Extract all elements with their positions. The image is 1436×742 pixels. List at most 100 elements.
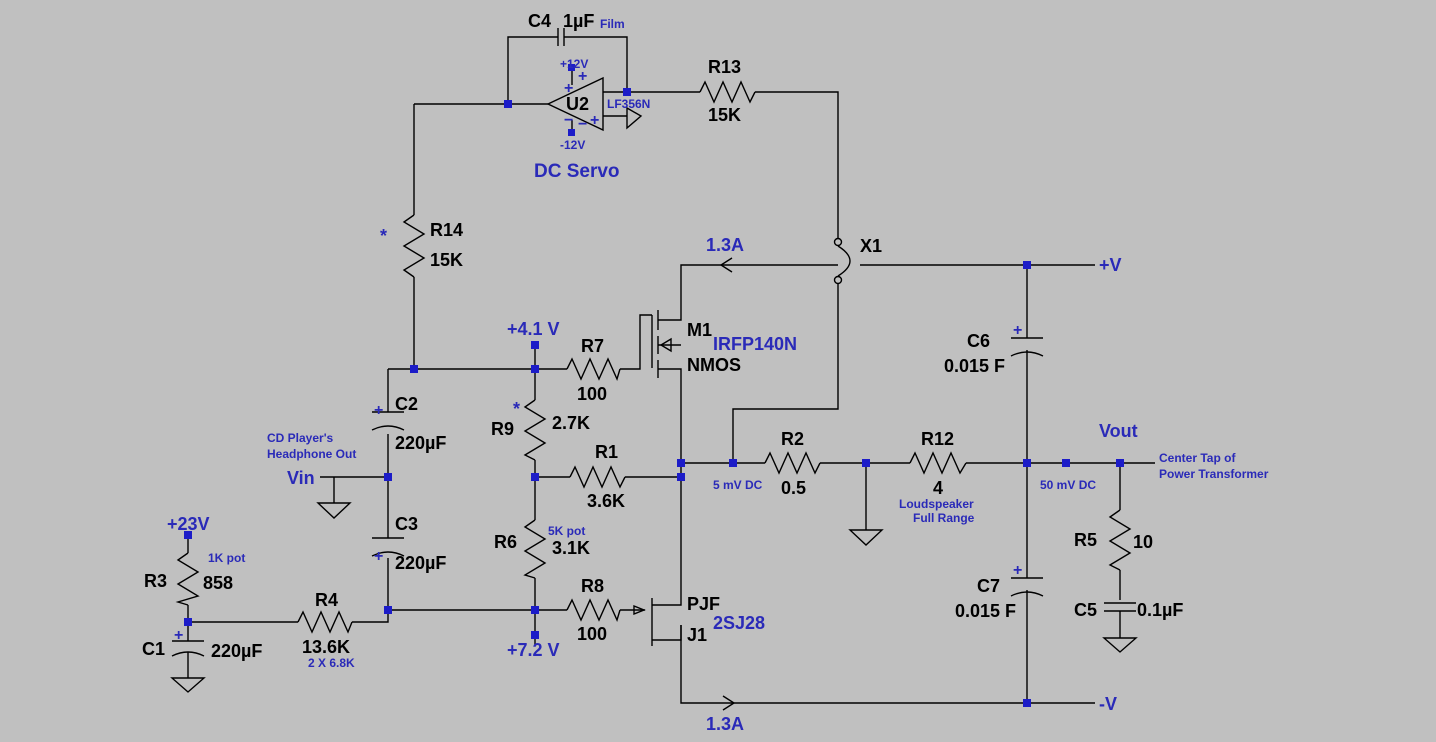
capacitor-c1-symbol (171, 640, 205, 657)
u2-vpos: +12V (560, 57, 588, 71)
resistor-r14-symbol (402, 214, 426, 278)
resistor-r3-symbol (175, 552, 200, 606)
svg-text:+: + (578, 68, 587, 85)
rail-minus-v: -V (1099, 694, 1117, 714)
ground-symbol-c5 (1102, 637, 1138, 653)
r13-value: 15K (708, 105, 741, 125)
rail-plus-v: +V (1099, 255, 1122, 275)
u2-model: LF356N (607, 97, 650, 111)
r3-value: 858 (203, 573, 233, 593)
u2-caption: DC Servo (534, 161, 620, 182)
r7-value: 100 (577, 384, 607, 404)
r8-value: 100 (577, 624, 607, 644)
svg-text:−: − (564, 112, 573, 129)
r6-value: 3.1K (552, 538, 590, 558)
x1-ref: X1 (860, 236, 882, 256)
vout-note-line2: Power Transformer (1159, 467, 1269, 481)
resistor-r8-symbol (566, 598, 621, 622)
vin-note-line2: Headphone Out (267, 447, 356, 461)
r4-value: 13.6K (302, 637, 350, 657)
r8-ref: R8 (581, 576, 604, 596)
capacitor-c4-symbol (557, 28, 565, 46)
c6-value: 0.015 F (944, 356, 1005, 376)
c3-value: 220µF (395, 553, 446, 573)
wire-crossover-x1 (833, 237, 851, 285)
capacitor-c6-symbol (1010, 337, 1044, 357)
polarity-plus-c6: + (1013, 322, 1022, 339)
resistor-r5-symbol (1108, 509, 1132, 571)
r3-note: 1K pot (208, 551, 245, 565)
u2-ref: U2 (566, 94, 589, 114)
svg-text:+: + (590, 112, 599, 129)
r6-ref: R6 (494, 532, 517, 552)
r1-ref: R1 (595, 442, 618, 462)
r6-note: 5K pot (548, 524, 585, 538)
net-label-23v: +23V (167, 514, 210, 534)
resistor-r9-symbol (523, 399, 547, 461)
r14-value: 15K (430, 250, 463, 270)
c2-ref: C2 (395, 394, 418, 414)
dc-label-50mv: 50 mV DC (1040, 478, 1096, 492)
c7-ref: C7 (977, 576, 1000, 596)
svg-text:−: − (578, 116, 587, 133)
resistor-r7-symbol (566, 357, 621, 381)
r12-note-line2: Full Range (913, 511, 975, 525)
m1-ref: M1 (687, 320, 712, 340)
m1-model: IRFP140N (713, 334, 797, 354)
r14-mark: * (380, 226, 387, 246)
resistor-r2-symbol (764, 451, 821, 475)
current-arrow-top (719, 257, 733, 273)
c4-ref: C4 (528, 11, 551, 31)
vin-note-line1: CD Player's (267, 431, 334, 445)
capacitor-c3-symbol (371, 537, 405, 557)
j1-model: 2SJ28 (713, 613, 765, 633)
resistor-r1-symbol (569, 465, 626, 489)
net-label-vin: Vin (287, 468, 315, 488)
svg-text:+: + (564, 80, 573, 97)
polarity-plus-c2: + (374, 402, 383, 419)
j1-ref: J1 (687, 625, 707, 645)
r13-ref: R13 (708, 57, 741, 77)
net-label-4v1: +4.1 V (507, 319, 560, 339)
r1-value: 3.6K (587, 491, 625, 511)
net-label-vout: Vout (1099, 421, 1138, 441)
r7-ref: R7 (581, 336, 604, 356)
resistor-r6-symbol (523, 519, 547, 579)
c6-ref: C6 (967, 331, 990, 351)
r2-ref: R2 (781, 429, 804, 449)
c1-value: 220µF (211, 641, 262, 661)
resistor-r4-symbol (297, 610, 353, 634)
r3-ref: R3 (144, 571, 167, 591)
r12-note-line1: Loudspeaker (899, 497, 974, 511)
current-label-top: 1.3A (706, 235, 744, 255)
r4-ref: R4 (315, 590, 338, 610)
current-label-bottom: 1.3A (706, 714, 744, 734)
r2-value: 0.5 (781, 478, 806, 498)
j1-type: PJF (687, 594, 720, 614)
r9-value: 2.7K (552, 413, 590, 433)
pjfet-j1-symbol (633, 595, 682, 646)
vout-note-line1: Center Tap of (1159, 451, 1236, 465)
c4-note: Film (600, 17, 625, 31)
r14-ref: R14 (430, 220, 463, 240)
r12-ref: R12 (921, 429, 954, 449)
r9-ref: R9 (491, 419, 514, 439)
ground-symbol-vin (316, 502, 352, 519)
ground-symbol-c1 (170, 677, 206, 693)
m1-type: NMOS (687, 355, 741, 375)
capacitor-c2-symbol (371, 411, 405, 431)
resistor-r13-symbol (699, 80, 756, 104)
capacitor-c7-symbol (1010, 577, 1044, 597)
nmos-m1-symbol (651, 305, 682, 378)
r5-ref: R5 (1074, 530, 1097, 550)
polarity-plus-c7: + (1013, 562, 1022, 579)
c7-value: 0.015 F (955, 601, 1016, 621)
net-label-7v2: +7.2 V (507, 640, 560, 660)
c2-value: 220µF (395, 433, 446, 453)
u2-vneg: -12V (560, 138, 585, 152)
junctions (184, 64, 1124, 707)
wires (187, 36, 1155, 704)
polarity-plus-c1: + (174, 627, 183, 644)
c3-ref: C3 (395, 514, 418, 534)
